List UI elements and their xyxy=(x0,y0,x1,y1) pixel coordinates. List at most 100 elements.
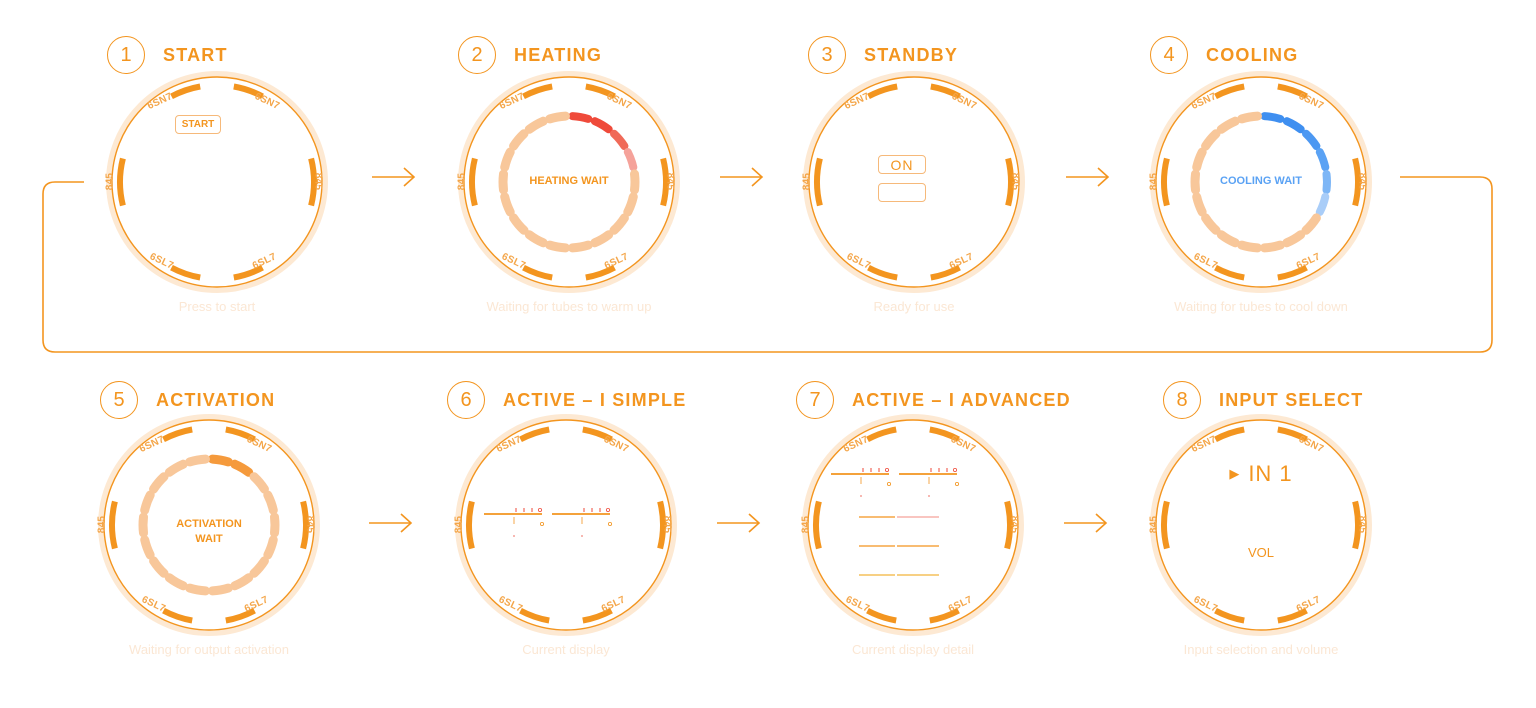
tube-marker xyxy=(170,264,201,281)
tube-marker xyxy=(466,500,475,550)
dial-outer-ring xyxy=(103,419,315,631)
on-button[interactable]: ON xyxy=(878,155,926,174)
tube-marker xyxy=(867,83,898,100)
progress-segment xyxy=(1192,192,1207,217)
progress-segment xyxy=(1301,213,1321,235)
progress-segment xyxy=(1282,117,1305,134)
tube-marker xyxy=(867,264,898,281)
tube-marker xyxy=(1277,607,1308,624)
volume-label: VOL xyxy=(1247,545,1274,560)
progress-segment xyxy=(545,240,570,253)
progress-segment xyxy=(509,129,529,151)
tube-marker xyxy=(522,83,553,100)
step-number-badge: 8 xyxy=(1163,381,1201,419)
tube-marker xyxy=(109,500,118,550)
progress-segment xyxy=(568,112,593,123)
tube-marker xyxy=(582,607,613,624)
tube-marker xyxy=(1352,500,1361,550)
progress-segment xyxy=(500,147,515,172)
blank-button[interactable] xyxy=(878,183,926,202)
progress-segment xyxy=(610,129,629,151)
input-name: IN 1 xyxy=(1248,461,1293,486)
step-number-badge: 4 xyxy=(1150,36,1188,74)
tube-marker xyxy=(813,500,822,550)
tube-marker xyxy=(117,157,126,207)
progress-segment xyxy=(1282,230,1306,248)
arrow-right-icon xyxy=(1066,167,1110,187)
step-title: HEATING xyxy=(514,44,603,65)
dial-outer-ring xyxy=(463,76,675,288)
tube-marker xyxy=(162,607,193,624)
tube-marker xyxy=(929,607,960,624)
progress-segment xyxy=(1201,213,1221,235)
start-button[interactable]: START xyxy=(175,115,221,134)
step-title: STANDBY xyxy=(864,44,959,65)
step-caption: Waiting for tubes to cool down xyxy=(1174,299,1348,314)
progress-segment xyxy=(249,556,269,578)
tube-marker xyxy=(469,157,478,207)
progress-segment xyxy=(149,556,169,578)
tube-marker xyxy=(522,264,553,281)
tube-label-left: 845 xyxy=(800,515,812,534)
tube-marker xyxy=(233,264,264,281)
step-caption: Ready for use xyxy=(873,299,955,314)
tube-marker xyxy=(1352,157,1361,207)
tube-label-left: 845 xyxy=(453,515,465,534)
progress-segment xyxy=(524,116,548,134)
tube-marker xyxy=(225,607,256,624)
play-triangle-icon: ▶ xyxy=(1229,466,1241,481)
progress-segment xyxy=(590,117,613,134)
tube-marker xyxy=(300,500,309,550)
progress-segment xyxy=(1237,111,1262,124)
tube-label-left: 845 xyxy=(801,172,813,191)
cooling-wait-label: COOLING WAIT xyxy=(1220,175,1302,187)
tube-label-left: 845 xyxy=(1148,515,1160,534)
step-title: ACTIVE – I ADVANCED xyxy=(852,389,1071,410)
tube-label-right: 845 xyxy=(1008,515,1020,534)
progress-segment xyxy=(1260,240,1285,253)
step-caption: Current display xyxy=(522,642,610,657)
progress-segment xyxy=(208,454,233,467)
dial-outer-ring xyxy=(460,419,672,631)
progress-segment xyxy=(164,459,188,477)
tube-marker xyxy=(519,607,550,624)
dial-outer-ring xyxy=(1155,419,1367,631)
progress-segment xyxy=(1192,147,1207,172)
arrow-right-icon xyxy=(372,167,416,187)
tube-marker xyxy=(1214,83,1245,100)
arrow-right-icon xyxy=(717,513,761,533)
tube-marker xyxy=(660,157,669,207)
tube-marker xyxy=(585,264,616,281)
progress-segment xyxy=(185,454,210,467)
current-meters xyxy=(831,468,959,576)
arrow-right-icon xyxy=(369,513,413,533)
progress-segment xyxy=(623,192,638,217)
tube-marker xyxy=(170,83,201,100)
progress-segment xyxy=(609,213,629,235)
tube-marker xyxy=(1277,426,1308,443)
progress-segment xyxy=(230,459,254,477)
step-title: START xyxy=(163,44,228,65)
step-title: COOLING xyxy=(1206,44,1299,65)
progress-segment xyxy=(590,230,614,248)
tube-label-right: 845 xyxy=(661,515,673,534)
progress-segment xyxy=(1315,148,1330,172)
dial-outer-ring xyxy=(807,419,1019,631)
arrow-right-icon xyxy=(720,167,764,187)
dial-outer-ring xyxy=(111,76,323,288)
heating-wait-label: HEATING WAIT xyxy=(529,175,609,187)
tube-marker xyxy=(1214,264,1245,281)
input-label: ▶ IN 1 xyxy=(1201,461,1321,487)
tube-marker xyxy=(1214,426,1245,443)
activation-line-1: ACTIVATION xyxy=(176,518,242,530)
progress-segment xyxy=(1216,230,1240,248)
step-number-badge: 3 xyxy=(808,36,846,74)
step-caption: Press to start xyxy=(178,299,256,314)
